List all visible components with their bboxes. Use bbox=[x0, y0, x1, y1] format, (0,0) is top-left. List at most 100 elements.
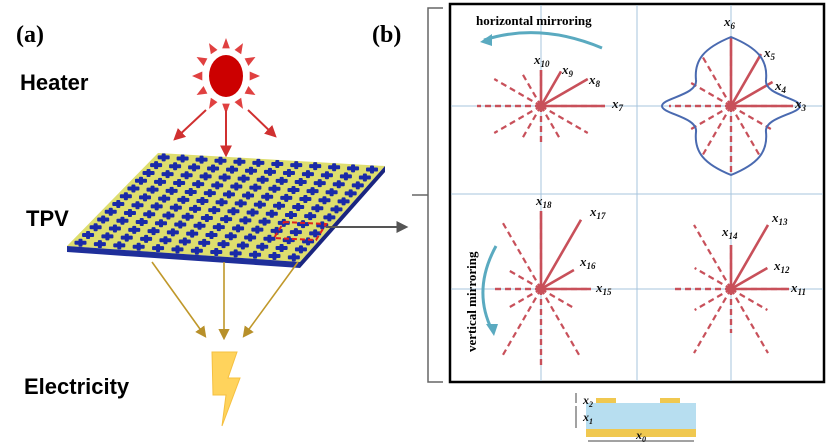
mirrored-spoke bbox=[700, 105, 732, 159]
quadrant-bottom-left bbox=[491, 211, 591, 367]
unit-pattern bbox=[251, 225, 264, 234]
unit-pattern bbox=[74, 238, 87, 247]
unit-pattern bbox=[142, 168, 155, 177]
mirrored-spoke bbox=[688, 105, 732, 131]
panel-b: (b) horizontal mirroring vertical mirror… bbox=[372, 2, 826, 384]
unit-pattern bbox=[112, 199, 125, 208]
unit-pattern bbox=[189, 204, 202, 213]
unit-pattern bbox=[237, 174, 250, 183]
unit-pattern bbox=[116, 216, 129, 225]
unit-pattern bbox=[101, 232, 114, 241]
unit-pattern bbox=[199, 172, 212, 181]
unit-pattern bbox=[82, 231, 95, 240]
unit-pattern bbox=[233, 157, 246, 166]
unit-pattern bbox=[113, 241, 126, 250]
sun-ray-1 bbox=[244, 85, 256, 95]
unit-pattern bbox=[154, 177, 167, 186]
unit-pattern bbox=[147, 227, 160, 236]
unit-pattern bbox=[120, 233, 133, 242]
mirrored-spoke bbox=[520, 105, 542, 142]
sun-ray-11 bbox=[244, 57, 256, 67]
unit-pattern bbox=[252, 158, 265, 167]
vertical-mirror-arrowhead bbox=[486, 324, 498, 336]
panel-a-label: (a) bbox=[16, 22, 44, 48]
unit-pattern bbox=[157, 153, 170, 162]
unit-pattern bbox=[132, 242, 145, 251]
unit-pattern bbox=[215, 198, 228, 207]
unit-pattern bbox=[268, 184, 281, 193]
unit-pattern bbox=[320, 171, 333, 180]
unit-pattern bbox=[234, 199, 247, 208]
unit-pattern bbox=[287, 185, 300, 194]
unit-pattern bbox=[332, 180, 345, 189]
mirrored-spoke bbox=[540, 105, 589, 134]
unit-pattern bbox=[139, 193, 152, 202]
unit-pattern bbox=[131, 201, 144, 210]
unit-pattern bbox=[245, 166, 258, 175]
unit-pattern bbox=[339, 172, 352, 181]
sun-ray-5 bbox=[196, 85, 208, 95]
var-x1: x1 bbox=[582, 410, 593, 426]
spoke-center bbox=[536, 101, 546, 111]
unit-pattern bbox=[239, 216, 252, 225]
unit-pattern bbox=[196, 197, 209, 206]
unit-pattern bbox=[123, 208, 136, 217]
unit-pattern bbox=[230, 182, 243, 191]
design-spoke bbox=[539, 219, 583, 290]
panel-b-label: (b) bbox=[372, 22, 401, 48]
mirrored-spoke bbox=[520, 70, 542, 107]
unit-pattern bbox=[273, 201, 286, 210]
unit-pattern bbox=[287, 253, 300, 262]
mirrored-spoke bbox=[700, 53, 732, 107]
vertical-mirroring-label: vertical mirroring bbox=[464, 251, 479, 352]
output-arrow-right bbox=[242, 261, 299, 338]
spoke-center bbox=[726, 101, 736, 111]
heater-label: Heater bbox=[20, 70, 89, 95]
unit-pattern bbox=[188, 163, 201, 172]
unit-pattern bbox=[304, 212, 317, 221]
unit-pattern bbox=[309, 162, 322, 171]
unit-pattern bbox=[232, 224, 245, 233]
horizontal-mirroring-label: horizontal mirroring bbox=[476, 13, 592, 28]
unit-pattern bbox=[337, 197, 350, 206]
mirrored-spoke bbox=[730, 288, 769, 354]
mirrored-spoke bbox=[540, 288, 582, 359]
electricity-label: Electricity bbox=[24, 374, 130, 399]
unit-pattern bbox=[249, 183, 262, 192]
unit-pattern bbox=[158, 194, 171, 203]
mirrored-spoke bbox=[694, 288, 732, 311]
sun-ray-9 bbox=[222, 38, 230, 49]
sun-ray-0 bbox=[249, 71, 260, 81]
unit-pattern bbox=[192, 180, 205, 189]
unit-pattern bbox=[365, 165, 378, 174]
unit-pattern bbox=[150, 161, 163, 170]
quadrant-bottom-right bbox=[673, 224, 789, 354]
panel-a: (a) Heater TPV Electricity bbox=[16, 22, 409, 427]
unit-pattern bbox=[275, 244, 288, 253]
sun-ray-8 bbox=[209, 43, 218, 55]
heat-arrow-left bbox=[173, 109, 207, 141]
unit-pattern bbox=[236, 241, 249, 250]
cross-section-top-strip-right bbox=[660, 398, 680, 403]
unit-pattern bbox=[93, 240, 106, 249]
mirrored-spoke bbox=[730, 105, 774, 131]
spoke-center bbox=[726, 284, 736, 294]
unit-pattern bbox=[198, 238, 211, 247]
unit-pattern bbox=[292, 203, 305, 212]
unit-pattern bbox=[119, 192, 132, 201]
unit-pattern bbox=[104, 207, 117, 216]
unit-pattern bbox=[135, 218, 148, 227]
unit-cell-highlight bbox=[272, 220, 328, 242]
unit-pattern bbox=[108, 224, 121, 233]
unit-pattern bbox=[256, 175, 269, 184]
unit-pattern bbox=[127, 184, 140, 193]
bracket bbox=[412, 7, 443, 383]
output-arrow-left bbox=[151, 261, 207, 338]
mirrored-spoke bbox=[493, 78, 542, 107]
unit-pattern bbox=[318, 196, 331, 205]
sun-ray-2 bbox=[234, 97, 243, 109]
unit-pattern bbox=[162, 211, 175, 220]
unit-pattern bbox=[275, 176, 288, 185]
unit-pattern bbox=[190, 246, 203, 255]
unit-pattern bbox=[166, 228, 179, 237]
